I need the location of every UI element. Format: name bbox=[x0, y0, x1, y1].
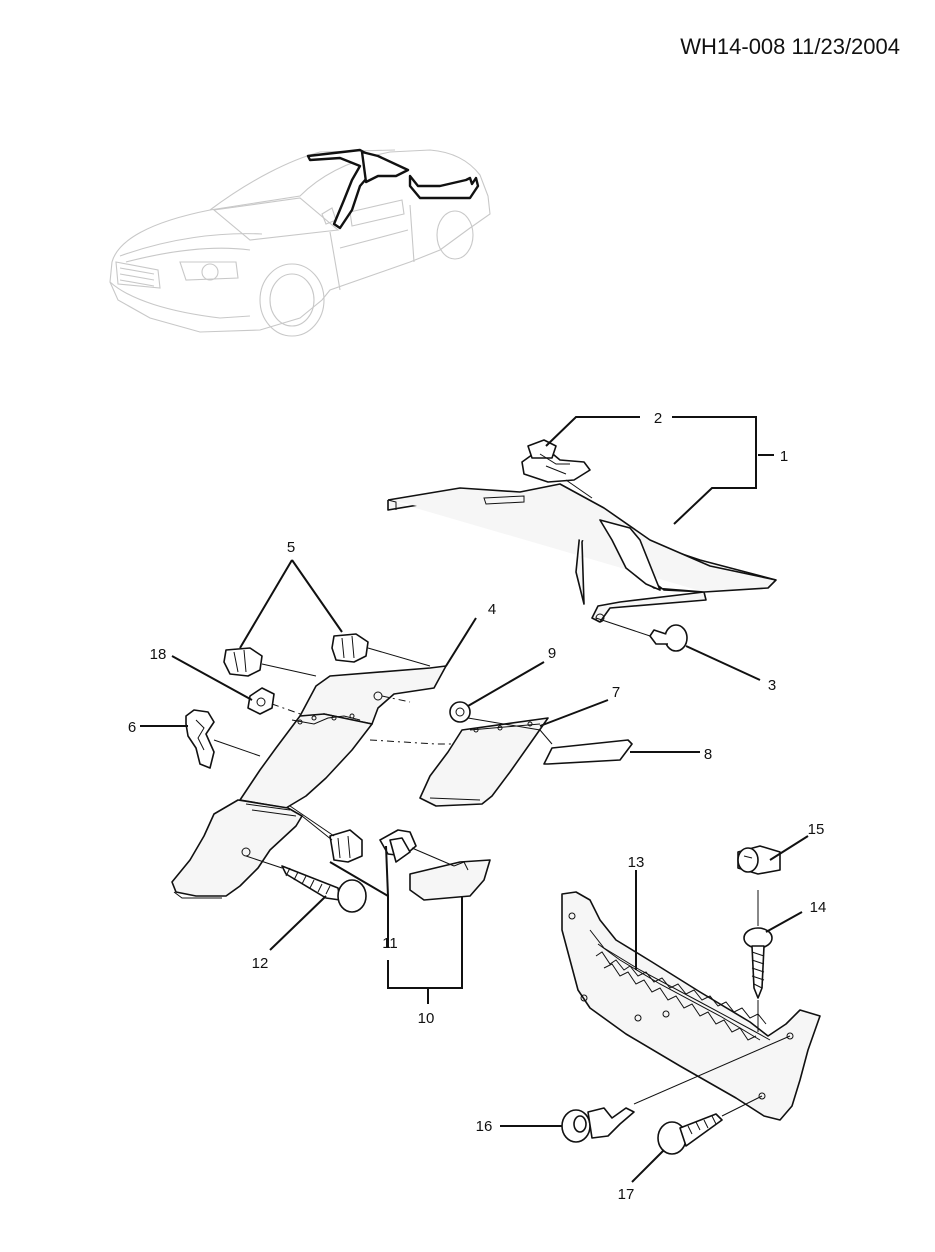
callout-4: 4 bbox=[488, 601, 496, 618]
callout-16: 16 bbox=[476, 1118, 493, 1135]
callout-14: 14 bbox=[810, 899, 827, 916]
callout-11: 11 bbox=[382, 935, 398, 952]
callout-12: 12 bbox=[252, 955, 269, 972]
callout-1: 1 bbox=[780, 448, 788, 465]
center-pillar-lower-trim bbox=[171, 713, 373, 899]
leader-lines bbox=[140, 416, 809, 1183]
hex-nut bbox=[247, 687, 411, 717]
callout-10: 10 bbox=[418, 1010, 435, 1027]
callout-8: 8 bbox=[704, 746, 712, 763]
seat-belt-bracket bbox=[185, 709, 261, 769]
callout-13: 13 bbox=[628, 854, 645, 871]
door-sill-plate bbox=[561, 891, 821, 1121]
upper-rear-quarter-trim-panel bbox=[387, 483, 777, 623]
callout-9: 9 bbox=[548, 645, 556, 662]
tapping-screw-small bbox=[657, 1095, 763, 1155]
push-pin-fastener bbox=[595, 617, 688, 652]
tapping-screw-large bbox=[245, 855, 367, 913]
callout-labels: 2 1 3 4 5 18 6 9 7 8 11 10 12 13 14 15 1… bbox=[128, 410, 827, 1203]
callout-7: 7 bbox=[612, 684, 620, 701]
retainer-clips-pair bbox=[223, 633, 431, 677]
tapping-screw-sill bbox=[743, 890, 773, 1032]
callout-6: 6 bbox=[128, 719, 136, 736]
callout-2: 2 bbox=[654, 410, 662, 427]
callout-5: 5 bbox=[287, 539, 295, 556]
grommet-retainer bbox=[449, 701, 471, 723]
lower-trim-and-clip bbox=[289, 805, 491, 901]
callout-17: 17 bbox=[618, 1186, 635, 1203]
foam-pad bbox=[467, 717, 633, 765]
retainer-clip-upper bbox=[521, 439, 593, 499]
callout-3: 3 bbox=[768, 677, 776, 694]
quarter-trim-panel-insert bbox=[369, 717, 549, 807]
document-id: WH14-008 11/23/2004 bbox=[680, 34, 900, 59]
callout-18: 18 bbox=[150, 646, 167, 663]
screw-cap bbox=[737, 845, 781, 875]
vehicle-locator-sketch bbox=[109, 148, 491, 337]
callout-15: 15 bbox=[808, 821, 825, 838]
